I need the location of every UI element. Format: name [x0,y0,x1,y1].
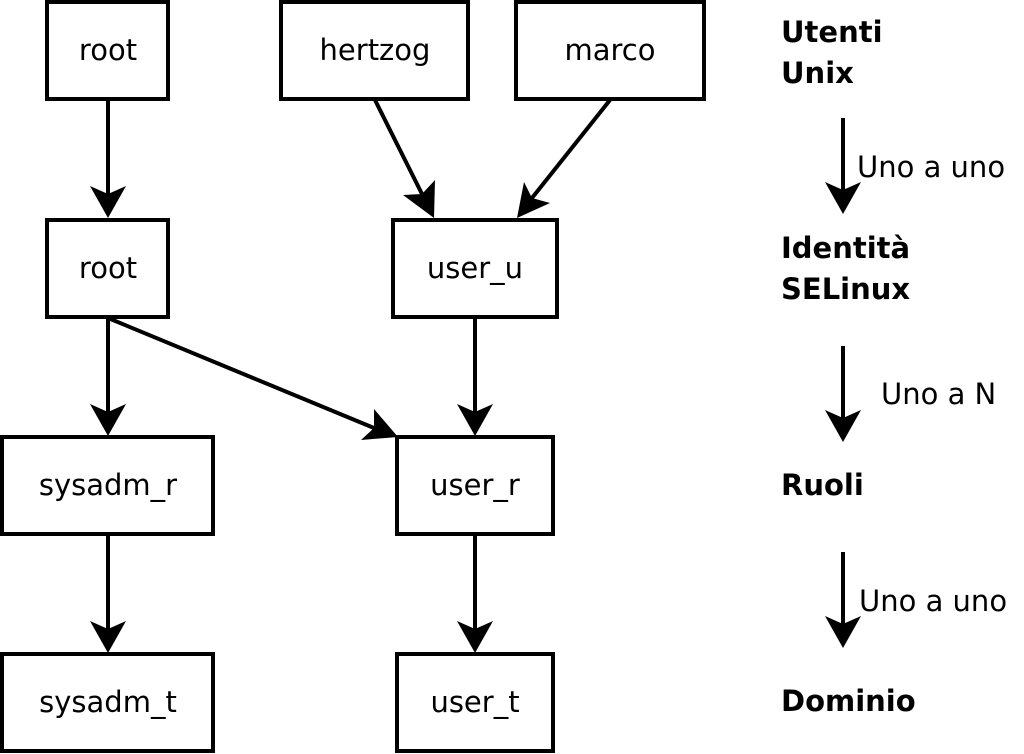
level-unix-users-line2: Unix [781,56,854,90]
arrowhead [90,186,126,218]
arrowhead [825,182,861,214]
node-label: user_r [430,468,520,502]
node-label: user_t [430,685,519,719]
edge-marco-to-user-u [530,98,612,200]
relation-labels: Uno a uno Uno a N Uno a uno [857,150,1007,618]
relation-identities-to-roles: Uno a N [881,377,996,411]
arrowhead [825,410,861,442]
node-dom-user: user_t [395,652,555,753]
level-labels: Utenti Unix Identità SELinux Ruoli Domin… [781,15,916,718]
level-selinux-line2: SELinux [781,272,910,306]
node-role-sysadm: sysadm_r [0,435,215,536]
node-dom-sysadm: sysadm_t [0,652,215,753]
edges [90,98,861,653]
relation-roles-to-domain: Uno a uno [859,584,1007,618]
edge-hertzog-to-user-u [373,99,424,195]
arrowhead [457,621,493,653]
arrowhead [517,182,550,218]
arrowhead [90,404,126,436]
arrowhead [403,180,435,218]
node-label: root [79,251,137,285]
node-label: sysadm_t [39,685,177,719]
node-role-user: user_r [395,435,555,536]
edge-se-root-to-user-r [107,316,375,430]
node-label: user_u [427,251,523,285]
level-unix-users-line1: Utenti [781,15,883,49]
node-se-user-u: user_u [391,218,559,319]
node-unix-hertzog: hertzog [279,0,470,101]
arrowhead [361,409,398,440]
level-selinux-line1: Identità [781,231,910,265]
node-label: root [79,33,137,67]
node-label: marco [565,33,656,67]
node-unix-marco: marco [514,0,706,101]
level-roles: Ruoli [781,468,864,502]
arrowhead [825,616,861,648]
node-label: sysadm_r [39,468,177,502]
arrowhead [90,621,126,653]
node-label: hertzog [320,33,431,67]
level-domain: Dominio [781,684,916,718]
node-unix-root: root [45,0,170,101]
relation-users-to-identities: Uno a uno [857,150,1005,184]
node-se-root: root [45,218,170,319]
arrowhead [457,404,493,436]
